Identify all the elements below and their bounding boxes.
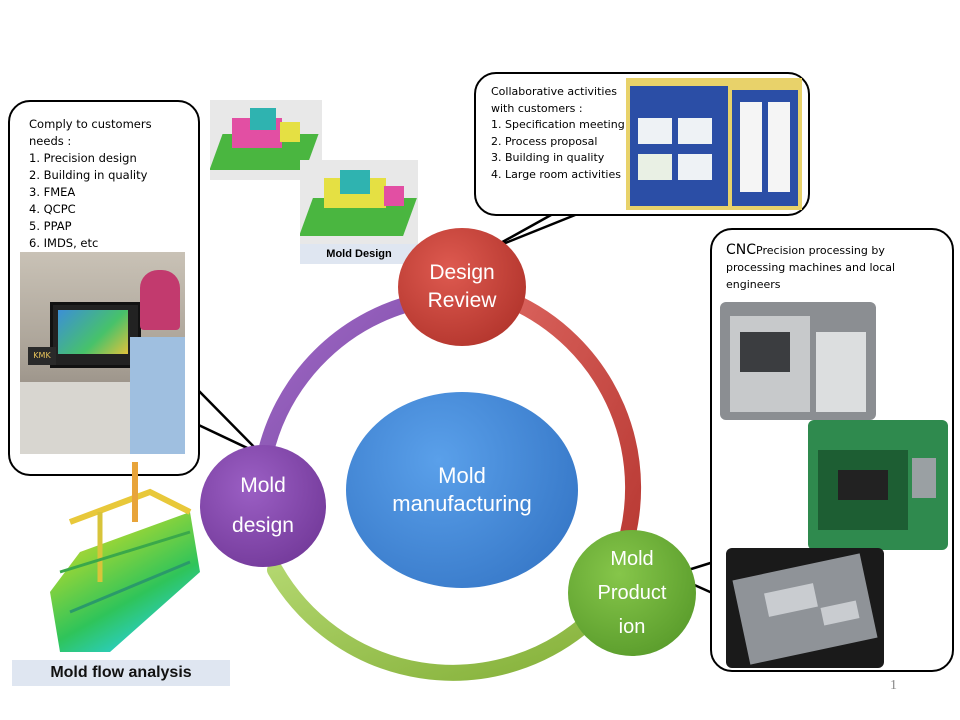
callout-collaboration: Collaborative activities with customers …: [474, 72, 810, 216]
customer-need-item: 2. Building in quality: [29, 168, 148, 182]
node-design-review: Design Review: [398, 228, 526, 346]
ring-arc-design-to-review: [257, 297, 413, 463]
customer-need-item: 5. PPAP: [29, 219, 72, 233]
collab-heading-2: with customers :: [491, 101, 583, 115]
customers-heading-2: needs :: [29, 134, 72, 148]
mold-flow-label: Mold flow analysis: [50, 664, 192, 681]
ring-arc-production-to-design: [267, 562, 598, 681]
customer-need-item: 4. QCPC: [29, 202, 76, 216]
mold-design-label: Mold Design: [326, 248, 392, 260]
cnc-text-3: engineers: [726, 278, 781, 291]
cnc-text-2: processing machines and local: [726, 261, 896, 274]
cnc-machine-photo-2: [808, 420, 948, 550]
page-number: 1: [890, 678, 910, 694]
cnc-text-1: Precision processing by: [756, 244, 885, 257]
callout-customer-needs: Comply to customers needs : 1. Precision…: [8, 100, 200, 476]
collab-item: 4. Large room activities: [491, 167, 621, 181]
center-label-2: manufacturing: [392, 491, 532, 516]
center-label-1: Mold: [438, 463, 486, 488]
ring-arc-review-to-production: [502, 292, 642, 568]
cad-workstation-photo: KMK: [20, 252, 185, 454]
collab-item: 3. Building in quality: [491, 151, 605, 164]
machined-part-photo: [726, 548, 884, 668]
mold-design-caption: Mold Design: [300, 244, 418, 264]
design-review-label-1: Design: [429, 261, 495, 284]
activity-board-photo: [626, 78, 802, 210]
customer-need-item: 3. FMEA: [29, 185, 76, 199]
callout-cnc: CNCPrecision processing by processing ma…: [710, 228, 954, 672]
customer-need-item: 6. IMDS, etc: [29, 236, 99, 250]
customer-need-item: 1. Precision design: [29, 151, 137, 165]
center-node-mold-manufacturing: Mold manufacturing: [346, 392, 578, 588]
mold-production-label-1: Mold: [610, 548, 654, 570]
node-mold-production: Mold Product ion: [568, 530, 696, 656]
cnc-bold-label: CNC: [726, 242, 757, 258]
mold-flow-caption: Mold flow analysis: [12, 660, 230, 686]
mold-production-label-2: Product: [597, 582, 667, 604]
mold-production-label-3: ion: [618, 616, 646, 638]
mold-flow-image: [40, 462, 208, 658]
customers-heading-1: Comply to customers: [29, 117, 152, 131]
mold-flow-graphic: [50, 462, 200, 652]
cnc-machine-photo-1: [720, 302, 876, 420]
mold-3d-image-2: [300, 160, 418, 244]
collab-item: 2. Process proposal: [491, 134, 598, 148]
node-mold-design: Mold design: [200, 445, 326, 567]
collab-heading-1: Collaborative activities: [491, 85, 617, 98]
mold-design-node-label-1: Mold: [240, 474, 286, 497]
page-number-label: 1: [890, 678, 897, 693]
collab-item: 1. Specification meeting: [491, 118, 625, 131]
mold-design-node-label-2: design: [232, 514, 294, 537]
design-review-label-2: Review: [427, 289, 497, 312]
